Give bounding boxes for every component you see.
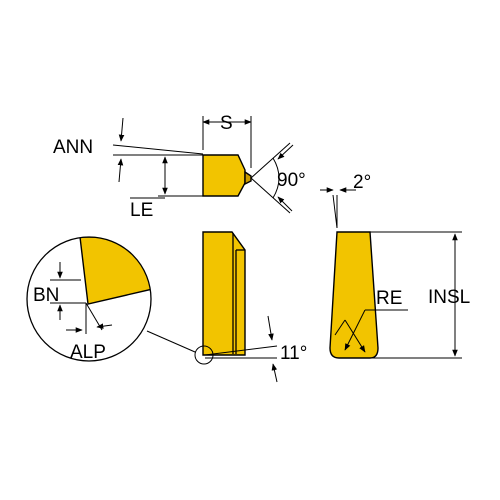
top-view-insert-tip xyxy=(244,170,252,186)
ann-label: ANN xyxy=(53,137,93,158)
s-label: S xyxy=(220,113,233,134)
detail-view: BN ALP xyxy=(26,236,152,363)
top-view: S ANN LE 90° xyxy=(53,113,306,221)
detail-insert-edge xyxy=(79,237,151,305)
side-view: 2° RE INSL xyxy=(320,172,470,359)
re-label: RE xyxy=(376,288,402,309)
detail-circle xyxy=(26,236,152,362)
angle-90-label: 90° xyxy=(277,170,306,191)
angle-11-label: 11° xyxy=(280,343,307,364)
insl-label: INSL xyxy=(428,287,470,308)
top-view-insert xyxy=(202,154,246,197)
le-label: LE xyxy=(130,200,153,221)
detail-marker-circle xyxy=(194,345,214,365)
front-view: 11° xyxy=(146,231,307,383)
angle-2-label: 2° xyxy=(353,172,371,193)
front-view-insert xyxy=(202,231,246,356)
side-view-insert xyxy=(329,231,379,359)
alp-label: ALP xyxy=(70,342,106,363)
bn-label: BN xyxy=(33,285,59,306)
